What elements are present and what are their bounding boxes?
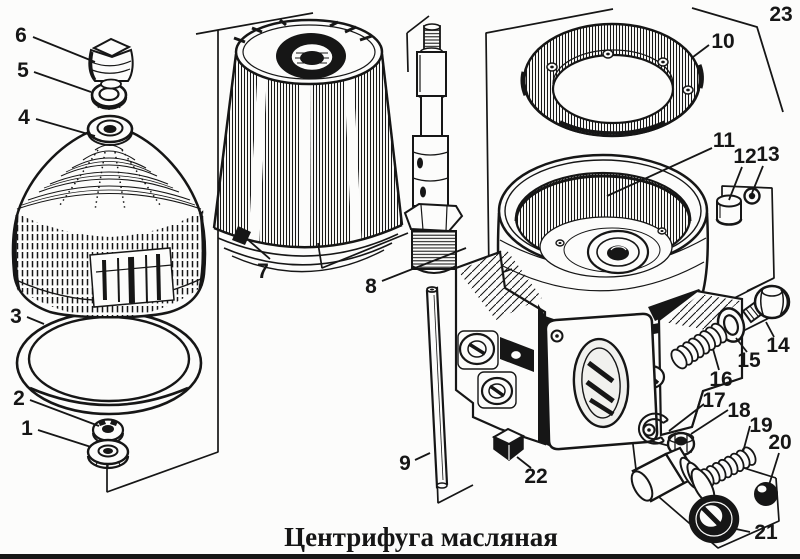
callout-17: 17 (702, 389, 725, 412)
leader-12 (728, 166, 743, 201)
leader-16 (712, 348, 720, 371)
ring-band-holes (546, 49, 694, 95)
part-14-valve-bolt (741, 284, 791, 324)
housing-body (454, 249, 744, 451)
leader-6 (32, 36, 96, 63)
part-8-shaft (403, 23, 464, 274)
part-20-ball (754, 482, 778, 506)
part-10-ring-band (520, 22, 704, 138)
callout-10: 10 (711, 30, 734, 53)
callout-18: 18 (727, 399, 751, 422)
callout-14: 14 (766, 334, 790, 357)
callout-15: 15 (737, 349, 761, 372)
leader-2 (29, 399, 100, 427)
leader-lines (26, 7, 784, 533)
callout-16: 16 (709, 368, 732, 391)
housing-flange (544, 312, 659, 451)
leader-13 (751, 165, 764, 194)
callout-6: 6 (15, 24, 27, 47)
callout-20: 20 (768, 431, 791, 454)
leader-18 (690, 409, 729, 435)
figure-title: Центрифуга масляная (284, 522, 558, 552)
callout-22: 22 (524, 465, 547, 488)
part-22-drain-plug (491, 427, 526, 461)
leader-17 (668, 403, 705, 432)
part-4-cover (11, 114, 207, 319)
callout-23: 23 (769, 3, 792, 26)
callout-2: 2 (13, 387, 25, 410)
leader-23 (691, 7, 784, 113)
callout-21: 21 (754, 521, 778, 544)
callout-19: 19 (749, 414, 772, 437)
cover-dome-ribs (16, 144, 202, 210)
callout-13: 13 (756, 143, 779, 166)
cover-seams (59, 149, 161, 211)
leader-9 (414, 452, 431, 461)
part-9-tube (425, 286, 449, 489)
callout-7: 7 (257, 260, 269, 283)
leader-8 (381, 247, 467, 282)
leader-4 (35, 118, 96, 137)
callout-numbers: 1 2 3 4 5 6 7 8 9 10 11 12 13 14 15 16 1… (10, 3, 793, 544)
part-11-rotor-bowl (496, 153, 709, 300)
part-6-cap-nut (88, 37, 134, 90)
bowl-hub (586, 229, 650, 275)
part-18-nut (666, 431, 696, 457)
leader-22 (516, 456, 532, 469)
part-17-snap-ring (637, 412, 669, 445)
part-1-washer (86, 438, 130, 470)
panel-cone-bottom (317, 232, 409, 269)
part-21-valve-plunger (630, 446, 740, 544)
leader-14 (765, 321, 775, 338)
panel-cone-top (217, 12, 314, 31)
cone-top-marks (233, 18, 373, 44)
leader-3 (26, 316, 45, 325)
callout-5: 5 (17, 59, 29, 82)
callout-12: 12 (733, 145, 756, 168)
part-7-rotor-cone (212, 18, 404, 273)
callout-4: 4 (18, 106, 30, 129)
part-3-gasket (15, 310, 203, 416)
cover-label-patch (89, 247, 175, 308)
part-5-seal-ring (90, 82, 128, 110)
leader-15 (735, 337, 748, 353)
cover-neck (86, 114, 134, 146)
part-13-ring (743, 187, 761, 205)
callout-8: 8 (365, 275, 377, 298)
callout-11: 11 (713, 129, 736, 152)
leader-10 (692, 44, 710, 58)
leader-7 (246, 238, 271, 260)
panel-shaft-top (406, 15, 430, 73)
leader-20 (768, 452, 780, 486)
callout-9: 9 (399, 452, 411, 475)
callout-3: 3 (10, 305, 22, 328)
page-bottom-rule (0, 554, 800, 559)
leader-21 (735, 528, 751, 533)
leader-11 (606, 147, 713, 197)
callout-1: 1 (21, 417, 33, 440)
part-12-bushing (715, 194, 743, 226)
leader-1 (37, 429, 92, 448)
cone-foot (232, 226, 251, 245)
leader-5 (33, 71, 92, 93)
leader-19 (742, 425, 751, 453)
panel-left (106, 29, 219, 493)
